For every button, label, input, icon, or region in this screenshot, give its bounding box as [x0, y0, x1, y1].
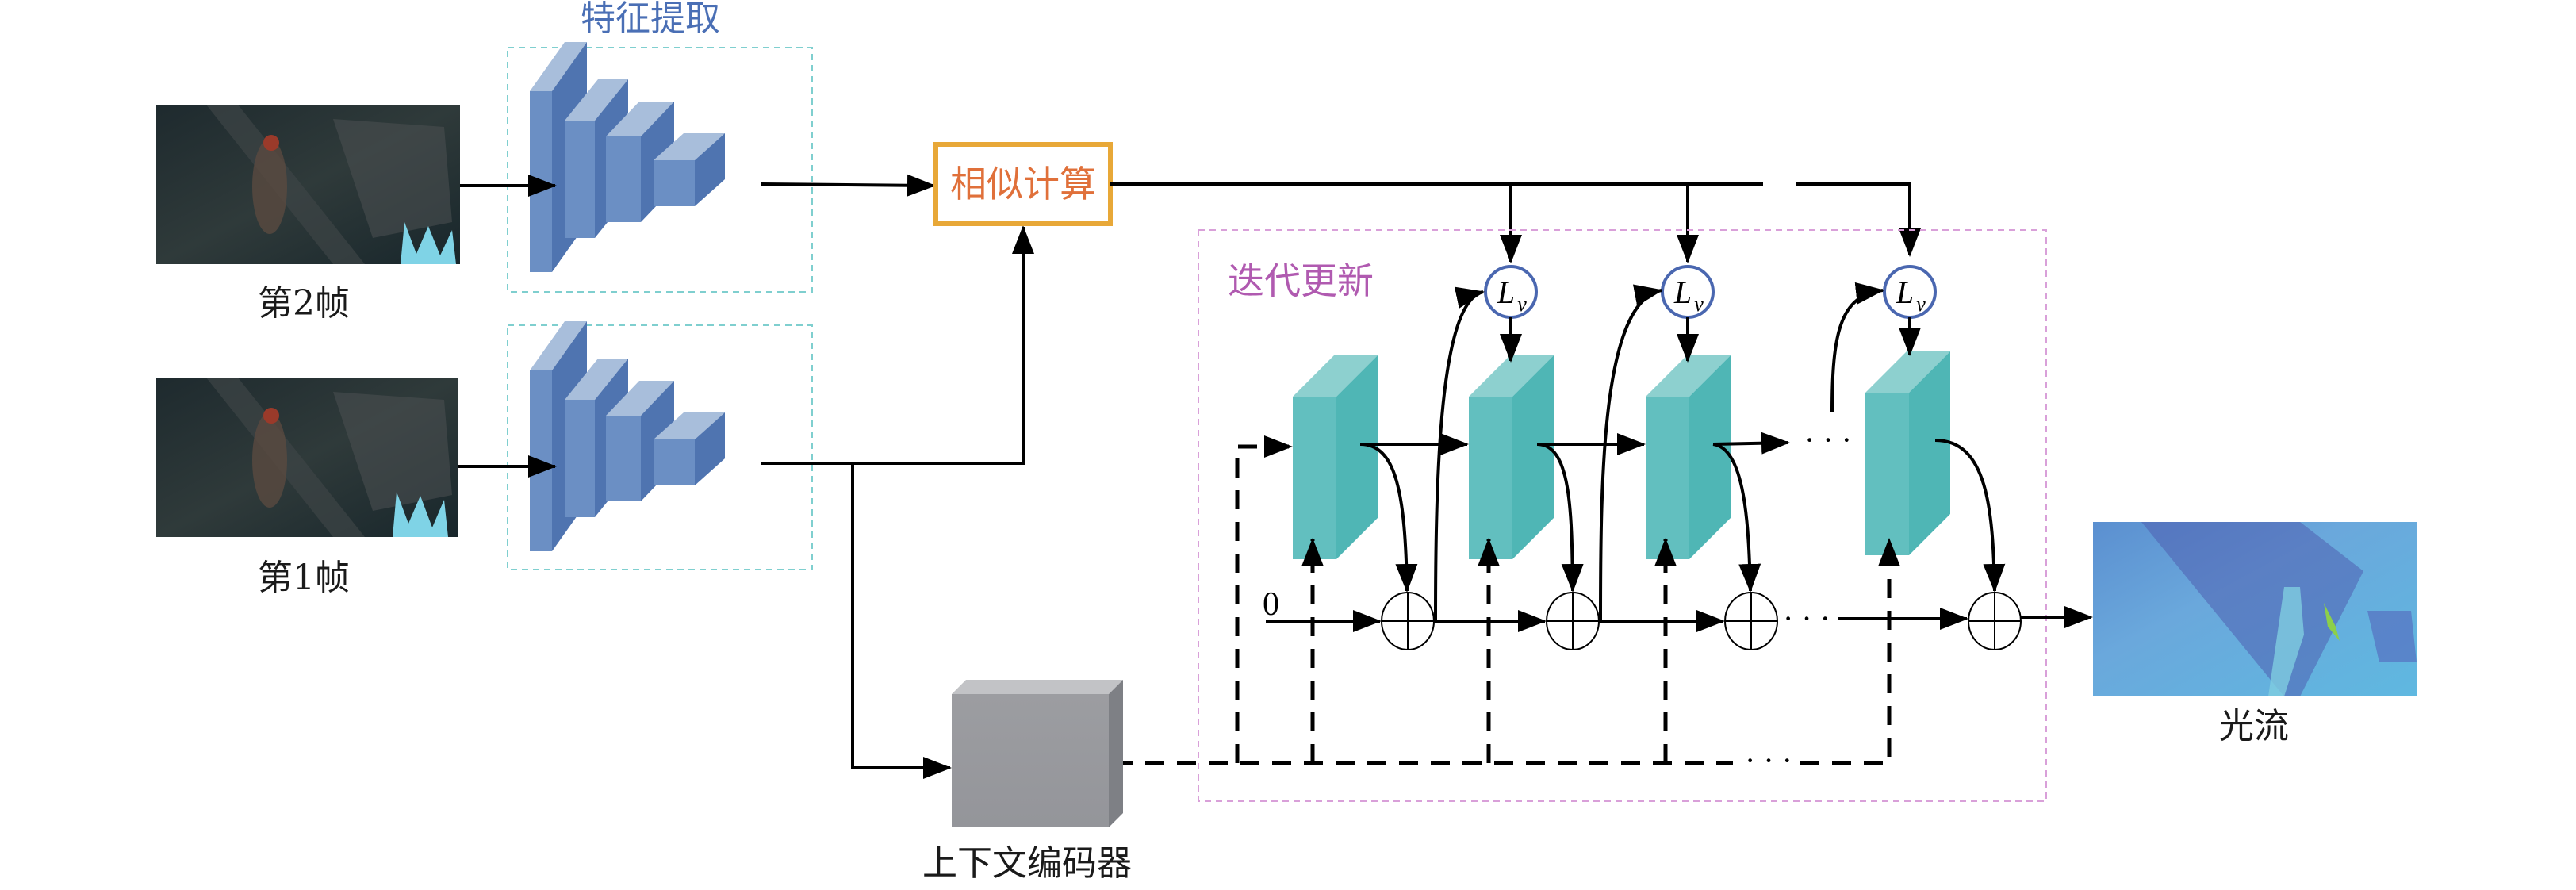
gru-block-front: [1293, 397, 1336, 559]
encoder-slab-top: [606, 381, 674, 416]
feature-encoder-stack-top: [530, 42, 725, 272]
arrow-encoder-top-to-similarity: [761, 174, 936, 197]
similarity-label: 相似计算: [950, 163, 1096, 205]
initial-zero: 0: [1263, 586, 1279, 623]
hidden-ellipsis: · · ·: [1804, 422, 1852, 458]
feature-encoder-top: [507, 47, 813, 293]
gru-block-top: [1646, 355, 1731, 397]
gru-block-side: [1689, 355, 1731, 559]
iterative-update-title: 迭代更新: [1228, 259, 1374, 302]
context-encoder-block: [952, 680, 1123, 827]
frame-2-label: 第2帧: [258, 283, 350, 324]
encoder-slab-top: [654, 133, 725, 160]
lv-subscript: v: [1694, 293, 1704, 316]
sum-node: [1968, 592, 2022, 650]
context-dashed-up: [1800, 538, 1900, 765]
lv-subscript: v: [1517, 293, 1527, 316]
sum-node: [1381, 592, 1435, 650]
encoder-slab-top: [565, 79, 628, 121]
encoder-slab-front: [606, 416, 641, 501]
gru-block-top: [1293, 355, 1378, 397]
encoder-slab-top: [654, 412, 725, 439]
gru-block-front: [1646, 397, 1689, 559]
lv-label: L: [1673, 274, 1692, 310]
delta-arrow: [1712, 443, 1761, 593]
lookup-arrow: [1599, 284, 1663, 622]
encoder-slab-top: [530, 321, 587, 370]
gru-block-top: [1865, 351, 1950, 393]
encoder-slab-top: [565, 359, 628, 400]
lv-label: L: [1497, 274, 1515, 310]
lv-label: L: [1896, 274, 1914, 310]
gru-block-side: [1909, 351, 1950, 555]
gru-block-side: [1336, 355, 1378, 559]
sum-node: [1724, 592, 1778, 650]
delta-arrow: [1934, 439, 2006, 593]
encoder-slab-side: [695, 133, 725, 206]
flow-ellipsis: · · ·: [1783, 600, 1830, 636]
gru-block-top: [1469, 355, 1554, 397]
delta-arrow: [1359, 443, 1418, 593]
lookup-arrow: [1830, 282, 1884, 413]
gru-block-front: [1469, 397, 1512, 559]
encoder-slab-front: [654, 160, 695, 206]
encoder-slab-front: [530, 91, 552, 272]
frame-1-label: 第1帧: [258, 558, 350, 598]
encoder-slab-front: [606, 136, 641, 222]
similarity-box: 相似计算: [933, 142, 1113, 226]
frame-1-image: [156, 378, 458, 537]
optical-flow-label: 光流: [2219, 706, 2289, 746]
encoder-slab-top: [530, 42, 587, 91]
encoder-slab-side: [695, 412, 725, 485]
gru-block-front: [1865, 393, 1909, 555]
feature-encoder-stack-bottom: [530, 321, 725, 551]
gru-block-side: [1512, 355, 1554, 559]
lookup-arrow: [1434, 286, 1485, 622]
corr-arrow-3: [1796, 182, 1921, 257]
sum-node: [1546, 592, 1600, 650]
feature-encoder-bottom: [507, 324, 813, 570]
encoder-slab-front: [565, 400, 595, 517]
corr-ellipsis: · · ·: [1713, 166, 1761, 201]
encoder-slab-front: [530, 370, 552, 551]
context-ellipsis: · · ·: [1745, 742, 1792, 778]
encoder-slab-front: [565, 121, 595, 238]
arrow-encoder-bottom-to-context: [851, 463, 952, 779]
encoder-slab-top: [606, 102, 674, 136]
delta-arrow: [1536, 443, 1584, 593]
optical-flow-image: [2093, 522, 2417, 696]
hidden-arrow: [1712, 432, 1790, 455]
iterative-update-box: [1198, 229, 2047, 802]
arrow-encoder-bottom-to-similarity: [761, 225, 1034, 465]
frame-2-image: [156, 105, 460, 264]
context-encoder-label: 上下文编码器: [922, 843, 1132, 884]
context-dashed-hidden: [1235, 435, 1293, 763]
lv-subscript: v: [1916, 293, 1926, 316]
encoder-slab-front: [654, 439, 695, 485]
feature-extraction-title: 特征提取: [581, 0, 720, 39]
